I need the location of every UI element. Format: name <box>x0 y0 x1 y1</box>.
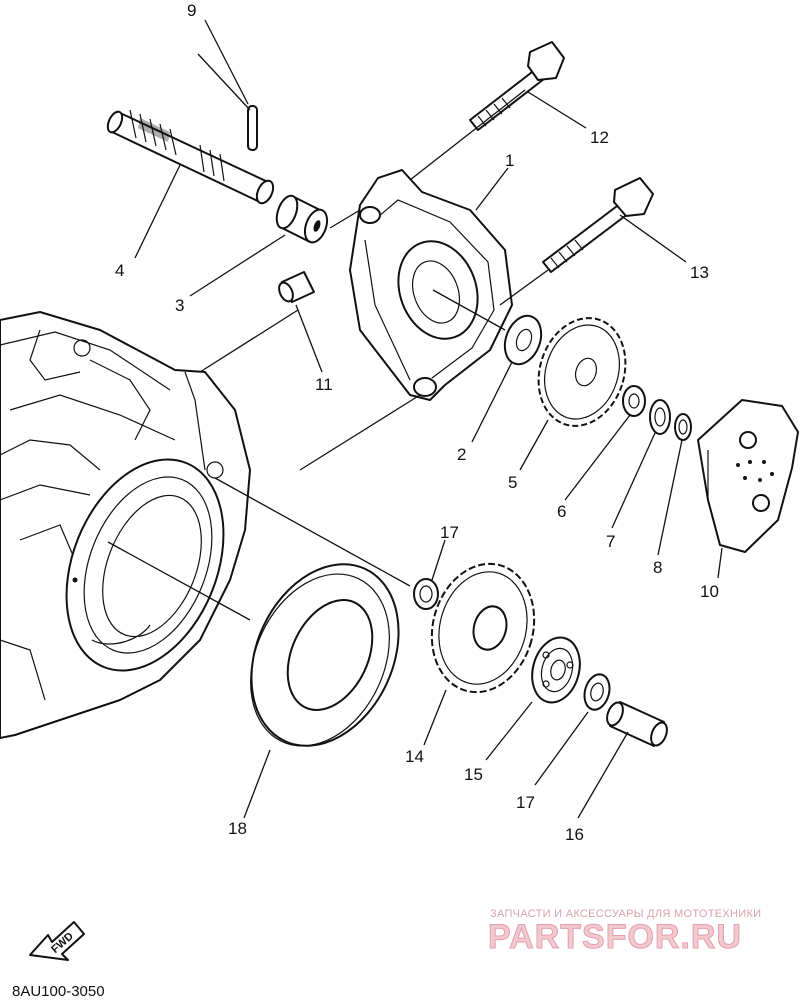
watermark-logo: PARTSFOR.RU <box>488 918 742 956</box>
leader-lines <box>107 19 723 819</box>
crankcase <box>0 311 251 739</box>
callout-16: 16 <box>565 825 584 844</box>
callout-labels: 9 1 12 13 4 3 11 2 5 6 7 8 10 17 14 15 1… <box>115 1 719 844</box>
part-14-gear <box>430 562 536 694</box>
callout-14: 14 <box>405 747 424 766</box>
part-17-circlip-upper <box>413 578 439 610</box>
callout-17-lower: 17 <box>516 793 535 812</box>
part-8-circlip <box>674 413 692 441</box>
part-18-seal-ring <box>250 563 400 747</box>
callout-10: 10 <box>700 582 719 601</box>
watermark-tagline: ЗАПЧАСТИ И АКСЕССУАРЫ ДЛЯ МОТОТЕХНИКИ <box>490 908 761 920</box>
watermark: ЗАПЧАСТИ И АКСЕССУАРЫ ДЛЯ МОТОТЕХНИКИ PA… <box>488 908 762 957</box>
callout-17-upper: 17 <box>440 523 459 542</box>
callout-11: 11 <box>315 375 333 394</box>
callout-13: 13 <box>690 263 709 282</box>
part-6-nut <box>622 385 646 417</box>
part-1-housing-cover <box>349 169 513 401</box>
part-2-bushing <box>503 314 543 366</box>
callout-2: 2 <box>457 445 466 464</box>
part-3-collar <box>275 194 329 244</box>
callout-9: 9 <box>187 1 196 20</box>
fwd-arrow-icon: FWD <box>29 921 85 961</box>
callout-1: 1 <box>505 151 514 170</box>
part-5-gear <box>537 317 627 427</box>
part-17-washer-lower <box>583 673 611 711</box>
callout-15: 15 <box>464 765 483 784</box>
callout-5: 5 <box>508 473 517 492</box>
callout-3: 3 <box>175 296 184 315</box>
callout-12: 12 <box>590 128 609 147</box>
diagram-code: 8AU100-3050 <box>12 983 105 1000</box>
part-11-dowel <box>278 271 315 303</box>
part-12-bolt <box>469 41 565 131</box>
part-10-plate <box>697 399 799 553</box>
callout-18: 18 <box>228 819 247 838</box>
part-16-sleeve <box>606 701 668 747</box>
part-7-washer <box>649 399 671 435</box>
part-9-pin <box>247 105 258 151</box>
part-4-shaft <box>106 109 275 205</box>
callout-7: 7 <box>606 532 615 551</box>
part-13-bolt <box>542 177 654 273</box>
callout-6: 6 <box>557 502 566 521</box>
part-15-bearing <box>531 636 581 704</box>
callout-4: 4 <box>115 261 124 280</box>
callout-8: 8 <box>653 558 662 577</box>
